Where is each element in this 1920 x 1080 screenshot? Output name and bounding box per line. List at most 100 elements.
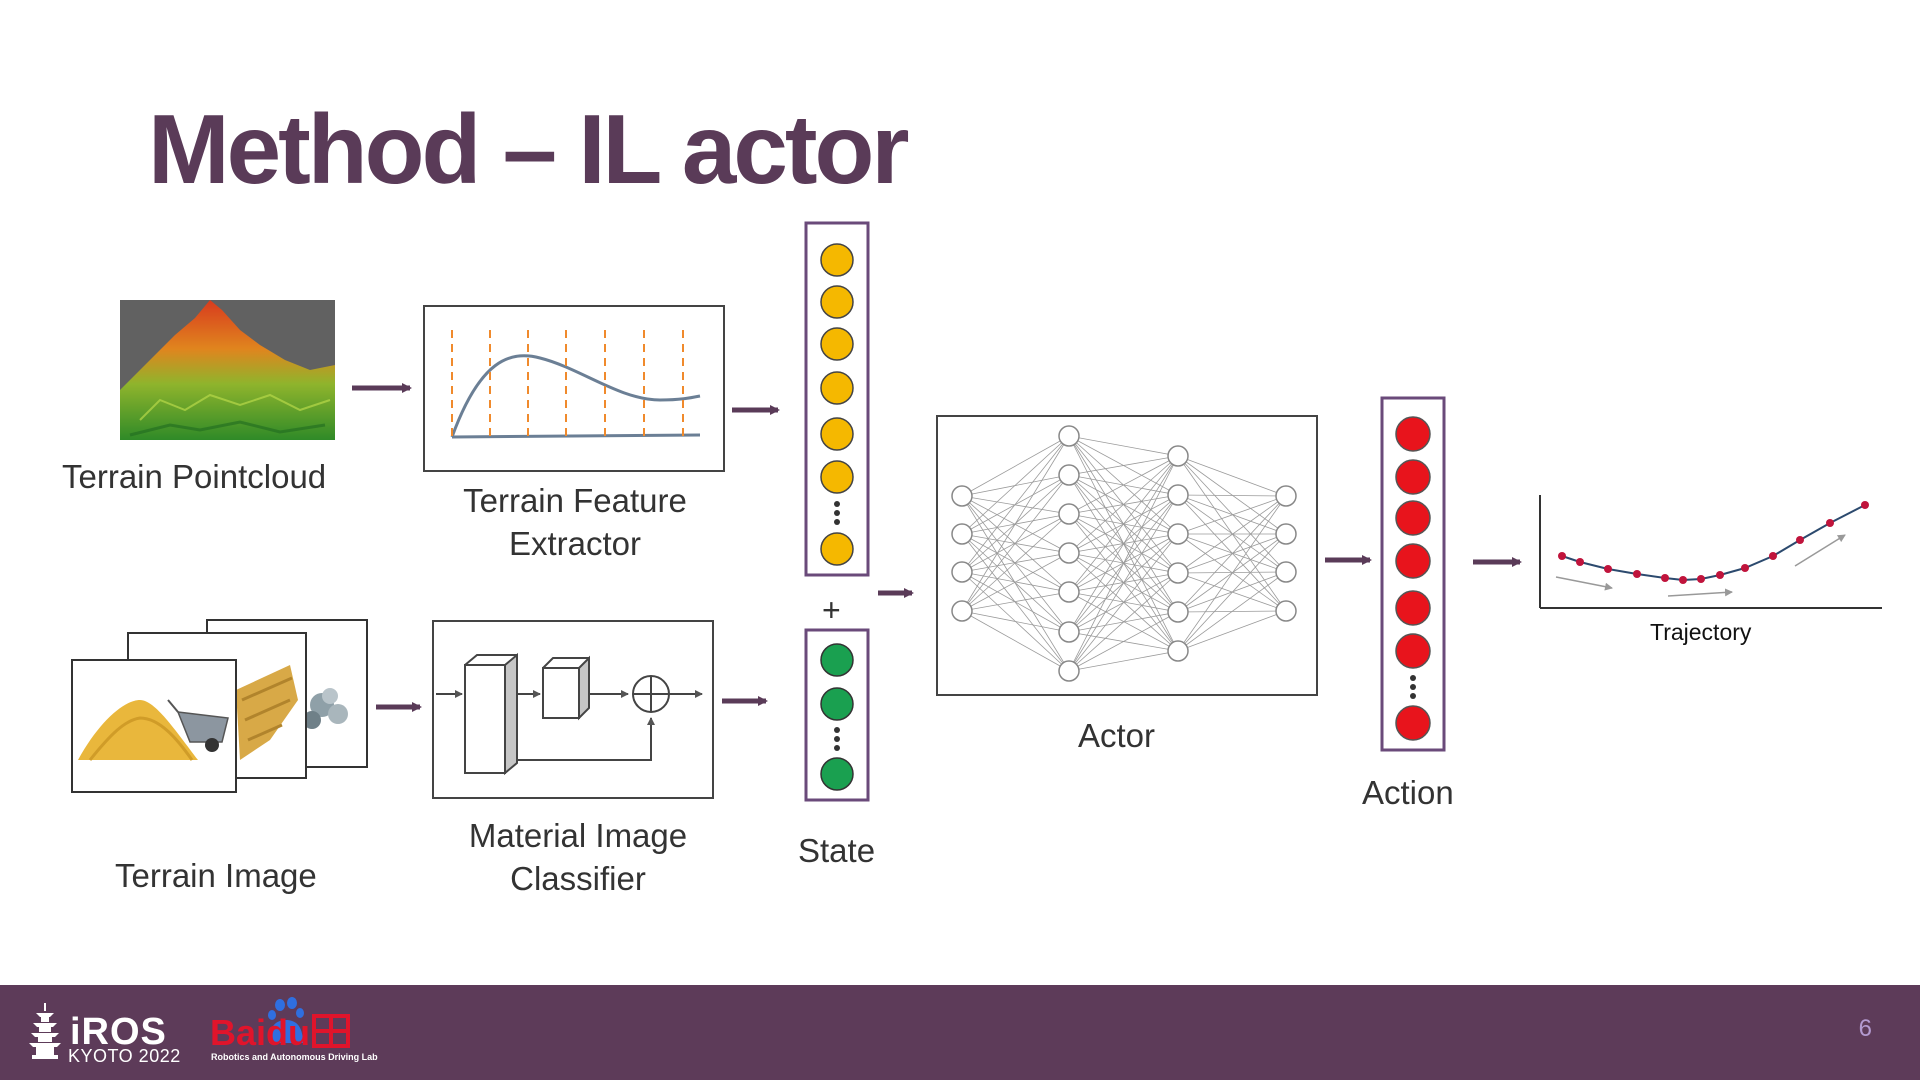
network-neuron bbox=[1167, 562, 1189, 584]
terrain-feature-extractor-box bbox=[423, 305, 725, 472]
network-connection bbox=[961, 495, 1070, 554]
network-connection bbox=[961, 435, 1070, 573]
network-connection bbox=[961, 474, 1070, 612]
terrain-feature-node bbox=[820, 371, 854, 405]
network-connection bbox=[1068, 455, 1179, 672]
network-connection bbox=[961, 495, 1070, 633]
trajectory-label: Trajectory bbox=[1650, 619, 1752, 645]
network-connection bbox=[1068, 435, 1179, 457]
iros-subtitle: KYOTO 2022 bbox=[68, 1046, 181, 1066]
network-neuron bbox=[1058, 660, 1080, 682]
action-node bbox=[1395, 459, 1431, 495]
plus-sign: + bbox=[822, 592, 841, 628]
network-connection bbox=[961, 513, 1070, 612]
actor-box bbox=[936, 415, 1318, 696]
trajectory-plot bbox=[1539, 495, 1882, 609]
actor-label: Actor bbox=[1078, 717, 1156, 754]
action-node bbox=[1395, 705, 1431, 741]
network-connection bbox=[1068, 572, 1179, 672]
state-label: State bbox=[798, 832, 876, 869]
terrain-pointcloud-image bbox=[120, 300, 335, 440]
network-connection bbox=[1177, 495, 1287, 613]
action-node bbox=[1395, 590, 1431, 626]
terrain-feature-node bbox=[820, 285, 854, 319]
action-node bbox=[1395, 633, 1431, 669]
network-neuron bbox=[1167, 523, 1189, 545]
terrain-pointcloud-label: Terrain Pointcloud bbox=[62, 458, 327, 495]
network-connection bbox=[961, 435, 1070, 497]
network-neuron bbox=[1275, 600, 1297, 622]
network-connection bbox=[1177, 455, 1287, 497]
trajectory-points bbox=[1558, 501, 1869, 584]
network-connection bbox=[1068, 455, 1179, 633]
network-neuron bbox=[1275, 485, 1297, 507]
network-neuron bbox=[951, 523, 973, 545]
network-connection bbox=[1068, 494, 1179, 672]
network-neuron bbox=[1058, 464, 1080, 486]
network-connection bbox=[961, 552, 1070, 612]
network-connection bbox=[1177, 494, 1287, 497]
network-neuron bbox=[1275, 523, 1297, 545]
network-neuron bbox=[1167, 640, 1189, 662]
network-connection bbox=[961, 435, 1070, 612]
terrain-feature-extractor-label: Terrain Feature Extractor bbox=[463, 482, 687, 562]
terrain-feature-node bbox=[820, 243, 854, 277]
material-feature-node bbox=[820, 687, 854, 721]
network-neuron bbox=[1058, 581, 1080, 603]
network-connection bbox=[961, 435, 1070, 535]
network-connection bbox=[961, 533, 1070, 633]
material-feature-node bbox=[820, 757, 854, 791]
material-feature-vector bbox=[804, 628, 870, 802]
footer-bar: iROS KYOTO 2022 Baidu Robotics and Auton… bbox=[0, 985, 1920, 1080]
network-neuron bbox=[1058, 542, 1080, 564]
network-connection bbox=[961, 591, 1070, 612]
material-image-classifier-label: Material Image Classifier bbox=[468, 817, 688, 897]
network-connection bbox=[1177, 455, 1287, 535]
network-connection bbox=[1177, 571, 1287, 652]
network-connection bbox=[1177, 495, 1287, 535]
network-connection bbox=[1068, 650, 1179, 672]
page-number: 6 bbox=[1858, 1015, 1872, 1042]
action-label: Action bbox=[1362, 774, 1454, 811]
network-connection bbox=[1068, 455, 1179, 554]
actor-network bbox=[951, 425, 1297, 682]
baidu-lab-subtitle: Robotics and Autonomous Driving Lab bbox=[211, 1052, 378, 1062]
network-connection bbox=[1177, 455, 1287, 573]
action-node bbox=[1395, 543, 1431, 579]
network-neuron bbox=[1058, 503, 1080, 525]
baidu-wordmark: Baidu bbox=[210, 1012, 311, 1053]
action-node bbox=[1395, 416, 1431, 452]
network-neuron bbox=[1167, 445, 1189, 467]
network-connection bbox=[961, 495, 1070, 515]
network-connection bbox=[961, 610, 1070, 633]
material-image-classifier-box bbox=[432, 620, 714, 799]
network-connection bbox=[1177, 495, 1287, 652]
network-neuron bbox=[951, 561, 973, 583]
baidu-paw-logo-icon bbox=[268, 997, 350, 1048]
network-neuron bbox=[1167, 484, 1189, 506]
network-connection bbox=[1177, 495, 1287, 574]
network-connection bbox=[1068, 455, 1179, 593]
network-connection bbox=[1177, 494, 1287, 535]
material-feature-node bbox=[820, 643, 854, 677]
network-neuron bbox=[1167, 601, 1189, 623]
network-neuron bbox=[1275, 561, 1297, 583]
network-connection bbox=[1068, 533, 1179, 672]
terrain-feature-node bbox=[820, 327, 854, 361]
terrain-feature-node bbox=[820, 460, 854, 494]
network-connection bbox=[1177, 610, 1287, 652]
method-diagram bbox=[71, 221, 1882, 802]
network-connection bbox=[1068, 455, 1179, 515]
network-neuron bbox=[1058, 425, 1080, 447]
network-connection bbox=[1068, 455, 1179, 476]
iros-wordmark: iROS bbox=[70, 1011, 167, 1053]
network-neuron bbox=[951, 600, 973, 622]
network-connection bbox=[1177, 533, 1287, 652]
network-connection bbox=[961, 495, 1070, 593]
network-connection bbox=[1068, 611, 1179, 672]
terrain-feature-node bbox=[820, 417, 854, 451]
action-vector bbox=[1380, 396, 1446, 752]
network-neuron bbox=[951, 485, 973, 507]
terrain-image-label: Terrain Image bbox=[115, 857, 317, 894]
